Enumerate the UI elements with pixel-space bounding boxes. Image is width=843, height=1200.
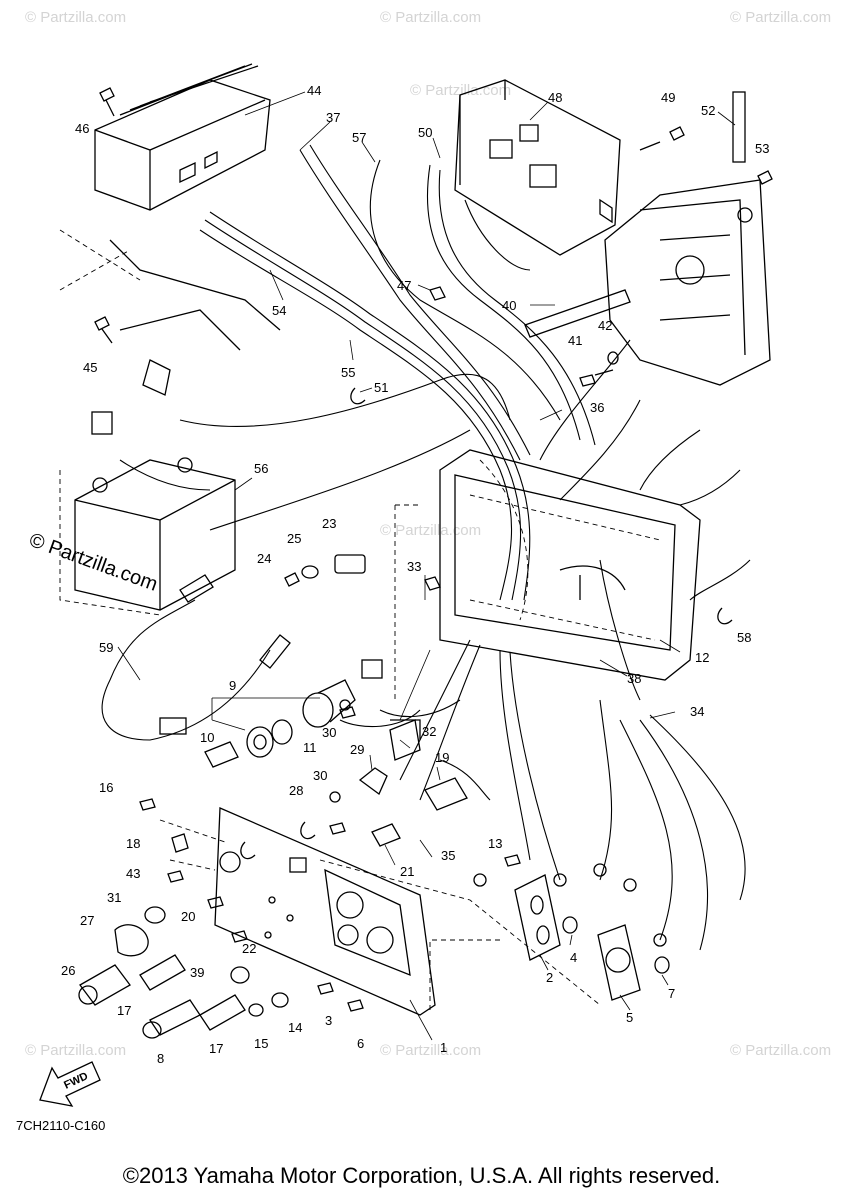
callout-31: 31 [107, 890, 121, 905]
watermark: © Partzilla.com [25, 1042, 126, 1059]
callout-36: 36 [590, 400, 604, 415]
leader-lines [117, 91, 736, 1041]
callout-30: 30 [322, 725, 336, 740]
callout-59: 59 [99, 640, 113, 655]
callout-17b: 17 [209, 1041, 223, 1056]
callout-15: 15 [254, 1036, 268, 1051]
callout-41: 41 [568, 333, 582, 348]
lower-harness [339, 639, 746, 951]
callout-56: 56 [254, 461, 268, 476]
callout-2: 2 [546, 970, 553, 985]
watermark: © Partzilla.com [380, 522, 481, 539]
callout-11: 11 [303, 740, 317, 755]
callout-8: 8 [157, 1051, 164, 1066]
callout-32: 32 [422, 724, 436, 739]
watermark-main: © Partzilla.com [26, 529, 160, 596]
watermark: © Partzilla.com [380, 1042, 481, 1059]
ecu-unit [454, 79, 621, 256]
callout-54: 54 [272, 303, 286, 318]
callout-17: 17 [117, 1003, 131, 1018]
callout-18: 18 [126, 836, 140, 851]
callout-43: 43 [126, 866, 140, 881]
callout-6: 6 [357, 1036, 364, 1051]
callout-45: 45 [83, 360, 97, 375]
callout-labels: 1 2 3 4 5 6 7 8 9 10 11 12 13 14 15 16 1… [61, 83, 769, 1066]
callout-40: 40 [502, 298, 516, 313]
frame-outline [59, 229, 281, 396]
callout-10: 10 [200, 730, 214, 745]
callout-48: 48 [548, 90, 562, 105]
callout-58: 58 [737, 630, 751, 645]
callout-46: 46 [75, 121, 89, 136]
watermark: © Partzilla.com [730, 9, 831, 26]
callout-21: 21 [400, 864, 414, 879]
callout-51: 51 [374, 380, 388, 395]
front-panel [159, 807, 436, 1016]
watermark: © Partzilla.com [380, 9, 481, 26]
watermark-layer: © Partzilla.com © Partzilla.com © Partzi… [25, 9, 831, 1059]
callout-33: 33 [407, 559, 421, 574]
callout-25: 25 [287, 531, 301, 546]
fwd-arrow: FWD [39, 1061, 101, 1107]
callout-9: 9 [229, 678, 236, 693]
callout-53: 53 [755, 141, 769, 156]
control-housing [439, 449, 701, 681]
callout-57: 57 [352, 130, 366, 145]
callout-35: 35 [441, 848, 455, 863]
receptacles [514, 874, 670, 1001]
switch-components [329, 699, 468, 847]
callout-39: 39 [190, 965, 204, 980]
callout-23: 23 [322, 516, 336, 531]
callout-5: 5 [626, 1010, 633, 1025]
callout-38: 38 [627, 671, 641, 686]
fasteners [94, 87, 773, 1012]
callout-13: 13 [488, 836, 502, 851]
panel-controls [78, 833, 289, 1039]
engine-block [604, 91, 771, 386]
wire-harness [119, 144, 751, 701]
callout-44: 44 [307, 83, 321, 98]
diagram-code: 7CH2110-C160 [16, 1118, 106, 1133]
circuit-breaker-assembly [204, 659, 383, 768]
battery [59, 411, 236, 616]
control-box [94, 63, 271, 211]
callout-29: 29 [350, 742, 364, 757]
callout-27: 27 [80, 913, 94, 928]
callout-42: 42 [598, 318, 612, 333]
callout-1: 1 [440, 1040, 447, 1055]
callout-55: 55 [341, 365, 355, 380]
callout-24: 24 [257, 551, 271, 566]
callout-34: 34 [690, 704, 704, 719]
callout-52: 52 [701, 103, 715, 118]
callout-14: 14 [288, 1020, 302, 1035]
callout-28: 28 [289, 783, 303, 798]
callout-26: 26 [61, 963, 75, 978]
callout-37: 37 [326, 110, 340, 125]
copyright-notice: ©2013 Yamaha Motor Corporation, U.S.A. A… [122, 1163, 721, 1188]
callout-22: 22 [242, 941, 256, 956]
watermark: © Partzilla.com [25, 9, 126, 26]
watermark: © Partzilla.com [730, 1042, 831, 1059]
callout-16: 16 [99, 780, 113, 795]
power-cord [101, 574, 291, 741]
callout-3: 3 [325, 1013, 332, 1028]
callout-7: 7 [668, 986, 675, 1001]
callout-19: 19 [435, 750, 449, 765]
callout-50: 50 [418, 125, 432, 140]
callout-12: 12 [695, 650, 709, 665]
callout-49: 49 [661, 90, 675, 105]
callout-47: 47 [397, 278, 411, 293]
callout-20: 20 [181, 909, 195, 924]
callout-4: 4 [570, 950, 577, 965]
callout-30b: 30 [313, 768, 327, 783]
